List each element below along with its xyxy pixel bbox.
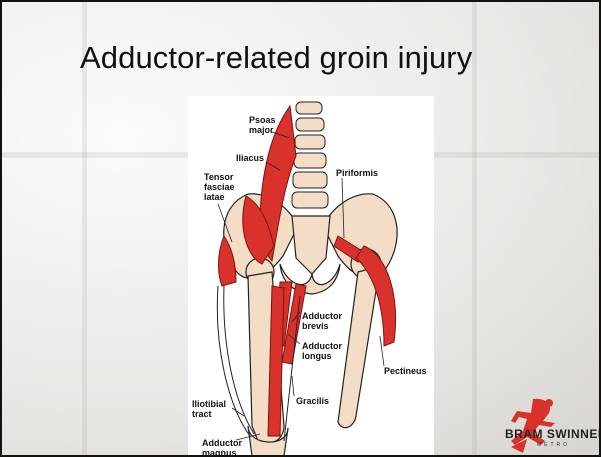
label-iliotibial-tract: Iliotibial tract [192,399,226,419]
spine [292,102,328,208]
label-psoas-major: Psoas major [249,115,276,135]
label-adductor-magnus: Adductor magnus [202,438,242,457]
label-gracilis: Gracilis [296,396,329,406]
anatomy-figure: Psoas major Iliacus Tensor fasciae latae… [188,96,434,457]
logo-sub: METRO [537,442,570,448]
label-pectineus: Pectineus [384,366,427,376]
label-piriformis: Piriformis [336,168,378,178]
label-adductor-longus: Adductor longus [302,341,342,361]
logo-name: BRAM SWINNEN [505,427,601,441]
slide-title: Adductor-related groin injury [80,40,550,76]
brand-logo: BRAM SWINNEN METRO [493,397,601,457]
label-iliacus: Iliacus [236,153,264,163]
label-tensor-fasciae-latae: Tensor fasciae latae [204,172,235,202]
label-adductor-brevis: Adductor brevis [302,311,342,331]
